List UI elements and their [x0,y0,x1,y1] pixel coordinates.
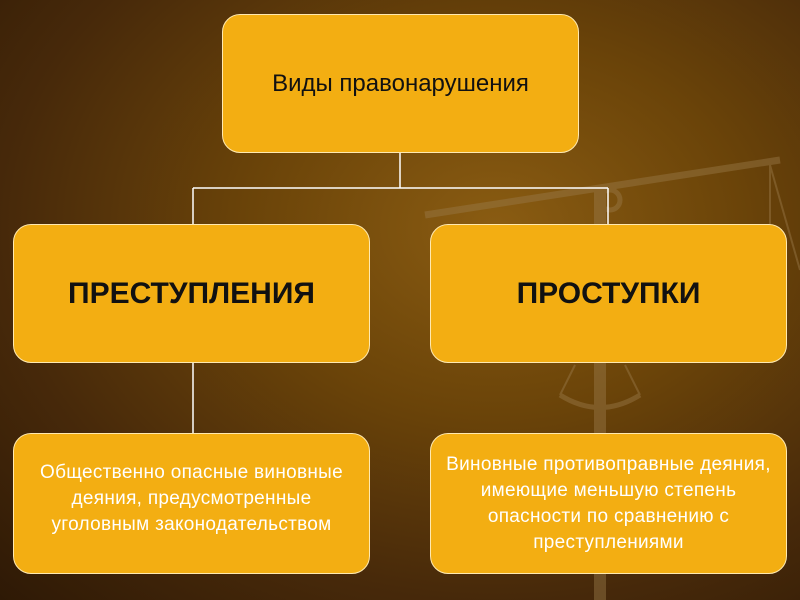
description-text: Виновные противоправные деяния, имеющие … [431,452,786,556]
description-text: Общественно опасные виновные деяния, пре… [14,460,369,538]
category-node-misdemeanors: ПРОСТУПКИ [430,224,787,363]
category-label: ПРЕСТУПЛЕНИЯ [68,277,315,311]
root-label: Виды правонарушения [272,70,529,98]
description-node-crimes: Общественно опасные виновные деяния, пре… [13,433,370,574]
root-node: Виды правонарушения [222,14,579,153]
category-node-crimes: ПРЕСТУПЛЕНИЯ [13,224,370,363]
description-node-misdemeanors: Виновные противоправные деяния, имеющие … [430,433,787,574]
category-label: ПРОСТУПКИ [517,277,701,311]
